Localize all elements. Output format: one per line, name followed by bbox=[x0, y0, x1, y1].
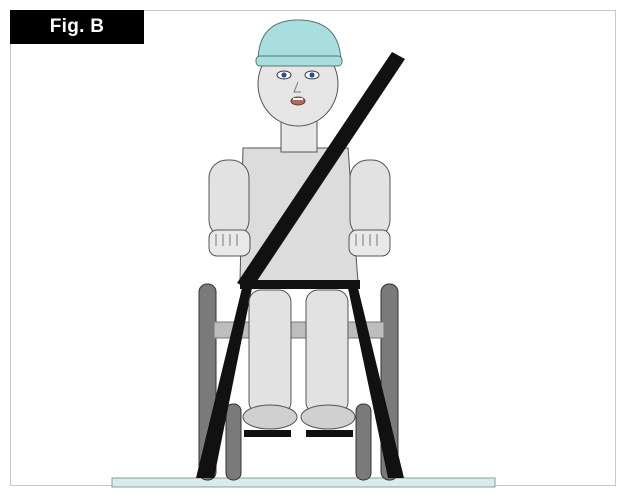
right-footrest bbox=[306, 430, 353, 437]
left-leg bbox=[249, 290, 291, 414]
right-foot bbox=[301, 405, 355, 429]
right-upper-arm bbox=[350, 160, 390, 238]
right-leg bbox=[306, 290, 348, 414]
left-foot bbox=[243, 405, 297, 429]
left-upper-arm bbox=[209, 160, 249, 238]
lap-belt bbox=[240, 280, 360, 289]
floor-plate bbox=[112, 478, 495, 487]
left-front-caster bbox=[226, 404, 241, 480]
cap-brim bbox=[256, 56, 342, 66]
left-footrest bbox=[244, 430, 291, 437]
right-front-caster bbox=[356, 404, 371, 480]
